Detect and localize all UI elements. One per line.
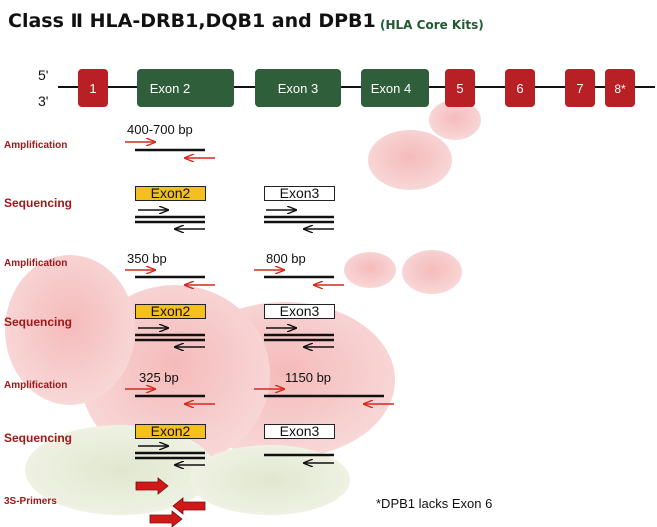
exon-1: 1 (78, 69, 108, 107)
exon-3: Exon 3 (255, 69, 341, 107)
diagram-title: Class Ⅱ HLA-DRB1,DQB1 and DPB1 (8, 10, 376, 32)
exon2-sequencing-box: Exon2 (135, 424, 206, 439)
3s-primer-forward-arrow (135, 477, 169, 495)
exon2-sequencing-box: Exon2 (135, 186, 206, 201)
strand-3-prime-label: 3' (38, 93, 49, 109)
exon-5: 5 (445, 69, 475, 107)
exon-4-label: Exon 4 (371, 81, 411, 96)
exon2-sequencing-box: Exon2 (135, 304, 206, 319)
sequencing-label-1: Sequencing (4, 196, 73, 210)
exon-2-label: Exon 2 (150, 81, 190, 96)
amplification-row-1 (125, 142, 215, 158)
exon3-sequencing-box: Exon3 (264, 304, 335, 319)
exon-8-label: 8* (614, 82, 626, 96)
amplicon-size-exon2: 350 bp (127, 251, 167, 266)
sequencing-label-2: Sequencing (4, 315, 73, 329)
amplification-row-2 (125, 270, 344, 285)
exon3-sequencing-box: Exon3 (264, 186, 335, 201)
exon-8: 8* (605, 69, 635, 107)
amplicon-size-1: 400-700 bp (127, 122, 193, 137)
amplicon-size-exon3: 1150 bp (285, 370, 332, 385)
exon-1-label: 1 (89, 81, 96, 96)
strand-5-prime-label: 5' (38, 67, 49, 83)
amplification-label-2: Amplification (4, 258, 68, 269)
exon-6: 6 (505, 69, 535, 107)
exon3-sequencing-box: Exon3 (264, 424, 335, 439)
exon-3-label: Exon 3 (278, 81, 318, 96)
amplicon-size-exon2: 325 bp (139, 370, 179, 385)
3s-primers-row (135, 477, 206, 527)
sequencing-row-2 (135, 328, 334, 347)
footnote: *DPB1 lacks Exon 6 (376, 496, 493, 511)
sequencing-row-1 (135, 210, 334, 229)
exon-2: Exon 2 (137, 69, 234, 107)
amplification-label-1: Amplification (4, 140, 68, 151)
3s-primer-reverse-arrow (172, 497, 206, 515)
exon-7: 7 (565, 69, 595, 107)
amplification-label-3: Amplification (4, 380, 68, 391)
3s-primers-label: 3S-Primers (4, 496, 57, 507)
exon-4: Exon 4 (361, 69, 429, 107)
3s-primer-forward-arrow (149, 510, 183, 527)
sequencing-label-3: Sequencing (4, 431, 73, 445)
sequencing-row-3 (135, 446, 334, 465)
amplicon-size-exon3: 800 bp (266, 251, 306, 266)
exon-7-label: 7 (576, 81, 583, 96)
exon-5-label: 5 (456, 81, 463, 96)
amplification-row-3 (125, 389, 394, 404)
gene-map: 1 Exon 2 Exon 3 Exon 4 5 6 7 8* (58, 69, 655, 107)
diagram-subtitle: (HLA Core Kits) (380, 18, 484, 32)
rose-background (5, 100, 481, 515)
exon-6-label: 6 (516, 81, 523, 96)
